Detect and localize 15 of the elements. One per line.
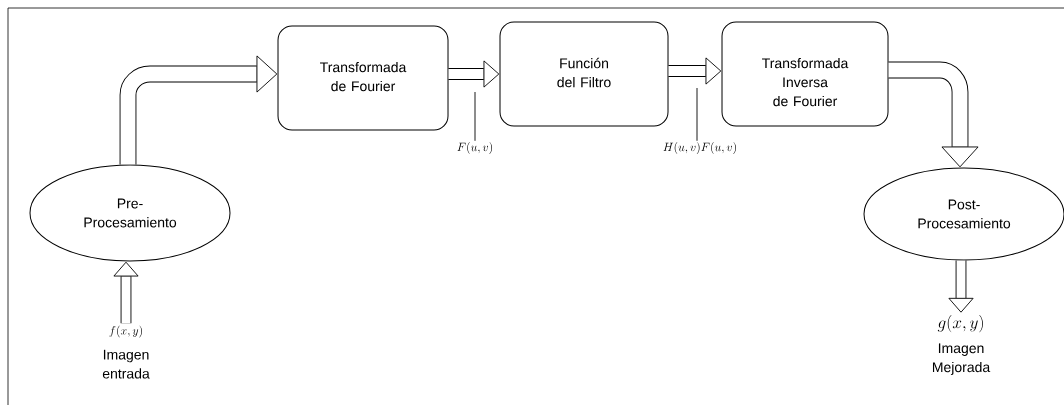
process-box: Transformada Inversa de Fourier — [721, 21, 889, 127]
block-arrow — [119, 55, 278, 165]
block-arrow — [888, 61, 979, 168]
leader-line — [696, 87, 698, 142]
output-label: $g(x,y)$ Imagen Mejorada — [932, 315, 991, 375]
block-arrow — [948, 260, 974, 313]
process-box: Transformada de Fourier — [277, 25, 449, 131]
formula-label: $F(u,v)$ — [457, 142, 493, 154]
block-arrow — [113, 261, 139, 324]
block-arrow — [668, 57, 722, 85]
block-arrow — [448, 60, 500, 88]
input-label: $f(x,y)$ Imagen entrada — [102, 325, 150, 379]
leader-line — [474, 91, 476, 142]
formula-label: $H(u,v)F(u,v)$ — [663, 142, 736, 154]
process-box: Función del Filtro — [499, 21, 669, 127]
